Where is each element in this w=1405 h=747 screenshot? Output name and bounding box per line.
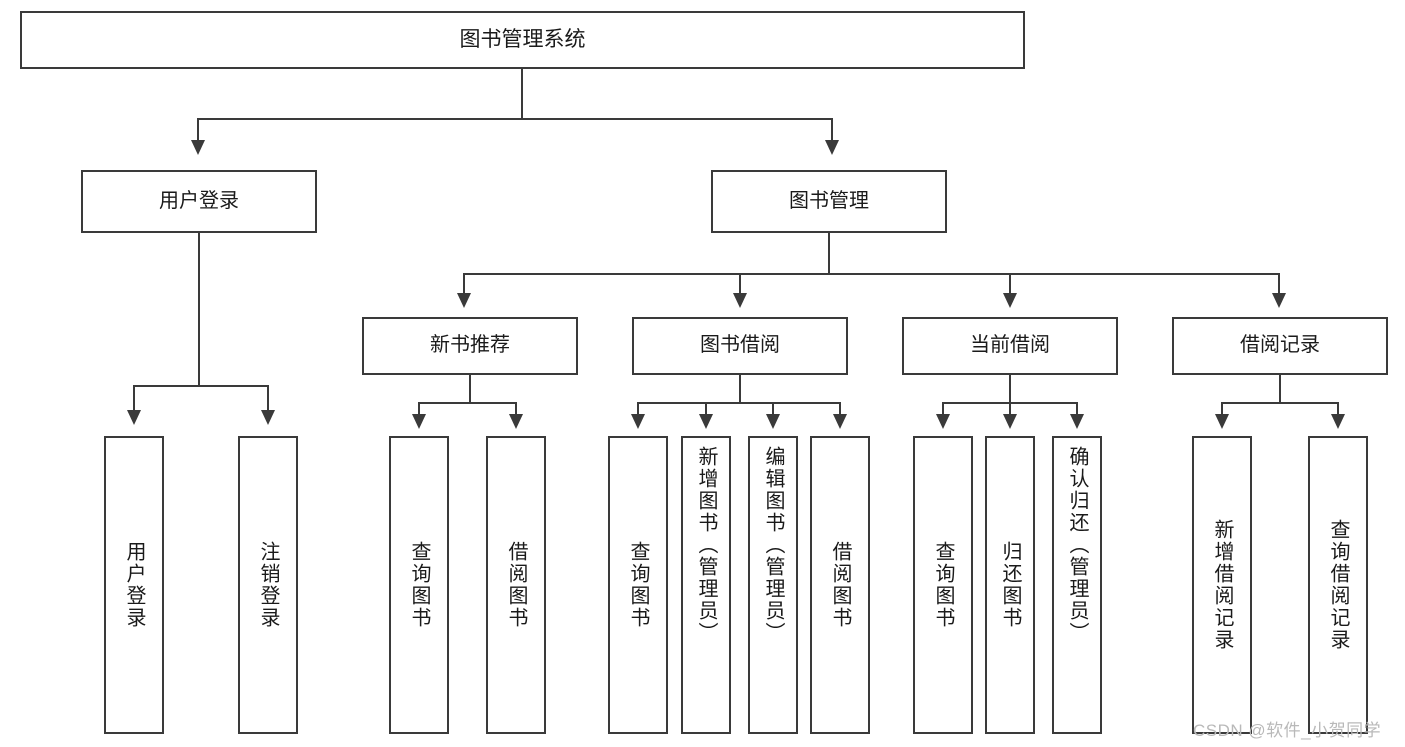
arrowhead-leaf-return-book [1003, 414, 1017, 429]
connector-user-login-bus [133, 385, 269, 387]
arrowhead-leaf-user-login [127, 410, 141, 425]
connector-drop-leaf-query-book-2 [637, 402, 639, 417]
connector-level2-bus [197, 118, 833, 120]
arrowhead-leaf-add-record [1215, 414, 1229, 429]
arrowhead-leaf-edit-book [766, 414, 780, 429]
leaf-label: 新增借阅记录 [1211, 519, 1233, 651]
node-current-borrow[interactable]: 当前借阅 [902, 317, 1118, 375]
node-user-login[interactable]: 用户登录 [81, 170, 317, 233]
leaf-label: 查询图书 [932, 541, 954, 629]
node-leaf-user-login[interactable]: 用户登录 [104, 436, 164, 734]
connector-root-stem [521, 69, 523, 119]
leaf-label: 归还图书 [999, 541, 1021, 629]
node-borrow-record[interactable]: 借阅记录 [1172, 317, 1388, 375]
arrowhead-user-login [191, 140, 205, 155]
leaf-label: 确认归还（管理员） [1066, 446, 1088, 644]
connector-level3-bus [463, 273, 1280, 275]
node-leaf-query-book-2[interactable]: 查询图书 [608, 436, 668, 734]
leaf-label: 借阅图书 [829, 541, 851, 629]
arrowhead-new-book-recommend [457, 293, 471, 308]
leaf-label: 查询借阅记录 [1327, 519, 1349, 651]
connector-borrow-record-stem [1279, 375, 1281, 403]
leaf-label: 借阅图书 [505, 541, 527, 629]
arrowhead-leaf-confirm-return [1070, 414, 1084, 429]
arrowhead-leaf-query-book-3 [936, 414, 950, 429]
leaf-label: 新增图书（管理员） [695, 446, 717, 644]
connector-book-borrow-bus [637, 402, 840, 404]
connector-current-borrow-stem [1009, 375, 1011, 403]
connector-drop-leaf-query-book-3 [942, 402, 944, 417]
connector-drop-leaf-user-login [133, 385, 135, 412]
leaf-label: 查询图书 [627, 541, 649, 629]
arrowhead-leaf-borrow-book-2 [833, 414, 847, 429]
arrowhead-leaf-add-book [699, 414, 713, 429]
node-book-manage[interactable]: 图书管理 [711, 170, 947, 233]
leaf-label: 注销登录 [257, 541, 279, 629]
node-leaf-add-record[interactable]: 新增借阅记录 [1192, 436, 1252, 734]
leaf-label: 用户登录 [123, 541, 145, 629]
arrowhead-leaf-query-record [1331, 414, 1345, 429]
connector-drop-leaf-add-record [1221, 402, 1223, 417]
node-root-system[interactable]: 图书管理系统 [20, 11, 1025, 69]
connector-drop-borrow-record [1278, 273, 1280, 295]
arrowhead-leaf-logout [261, 410, 275, 425]
arrowhead-current-borrow [1003, 293, 1017, 308]
connector-new-book-recommend-stem [469, 375, 471, 403]
node-leaf-confirm-return[interactable]: 确认归还（管理员） [1052, 436, 1102, 734]
arrowhead-book-borrow [733, 293, 747, 308]
leaf-label: 编辑图书（管理员） [762, 446, 784, 644]
connector-drop-new-book-recommend [463, 273, 465, 295]
node-new-book-recommend[interactable]: 新书推荐 [362, 317, 578, 375]
connector-drop-leaf-confirm-return [1076, 402, 1078, 417]
leaf-label: 查询图书 [408, 541, 430, 629]
connector-drop-book-manage [831, 118, 833, 142]
node-leaf-return-book[interactable]: 归还图书 [985, 436, 1035, 734]
connector-user-login-stem [198, 233, 200, 386]
connector-drop-leaf-return-book [1009, 402, 1011, 417]
connector-drop-book-borrow [739, 273, 741, 295]
connector-drop-leaf-borrow-book-2 [839, 402, 841, 417]
arrowhead-leaf-borrow-book-1 [509, 414, 523, 429]
arrowhead-book-manage [825, 140, 839, 155]
node-leaf-query-book-3[interactable]: 查询图书 [913, 436, 973, 734]
node-leaf-logout[interactable]: 注销登录 [238, 436, 298, 734]
arrowhead-leaf-query-book-2 [631, 414, 645, 429]
connector-new-book-recommend-bus [418, 402, 517, 404]
connector-drop-leaf-edit-book [772, 402, 774, 417]
connector-drop-leaf-logout [267, 385, 269, 412]
connector-drop-leaf-query-record [1337, 402, 1339, 417]
node-leaf-edit-book[interactable]: 编辑图书（管理员） [748, 436, 798, 734]
connector-drop-leaf-add-book [705, 402, 707, 417]
connector-drop-user-login [197, 118, 199, 142]
connector-borrow-record-bus [1221, 402, 1338, 404]
node-leaf-borrow-book-1[interactable]: 借阅图书 [486, 436, 546, 734]
node-leaf-query-book-1[interactable]: 查询图书 [389, 436, 449, 734]
connector-drop-leaf-borrow-book-1 [515, 402, 517, 417]
connector-drop-current-borrow [1009, 273, 1011, 295]
node-leaf-borrow-book-2[interactable]: 借阅图书 [810, 436, 870, 734]
node-book-borrow[interactable]: 图书借阅 [632, 317, 848, 375]
node-leaf-add-book[interactable]: 新增图书（管理员） [681, 436, 731, 734]
connector-drop-leaf-query-book-1 [418, 402, 420, 417]
connector-book-borrow-stem [739, 375, 741, 403]
connector-book-manage-stem [828, 233, 830, 274]
node-leaf-query-record[interactable]: 查询借阅记录 [1308, 436, 1368, 734]
arrowhead-leaf-query-book-1 [412, 414, 426, 429]
arrowhead-borrow-record [1272, 293, 1286, 308]
